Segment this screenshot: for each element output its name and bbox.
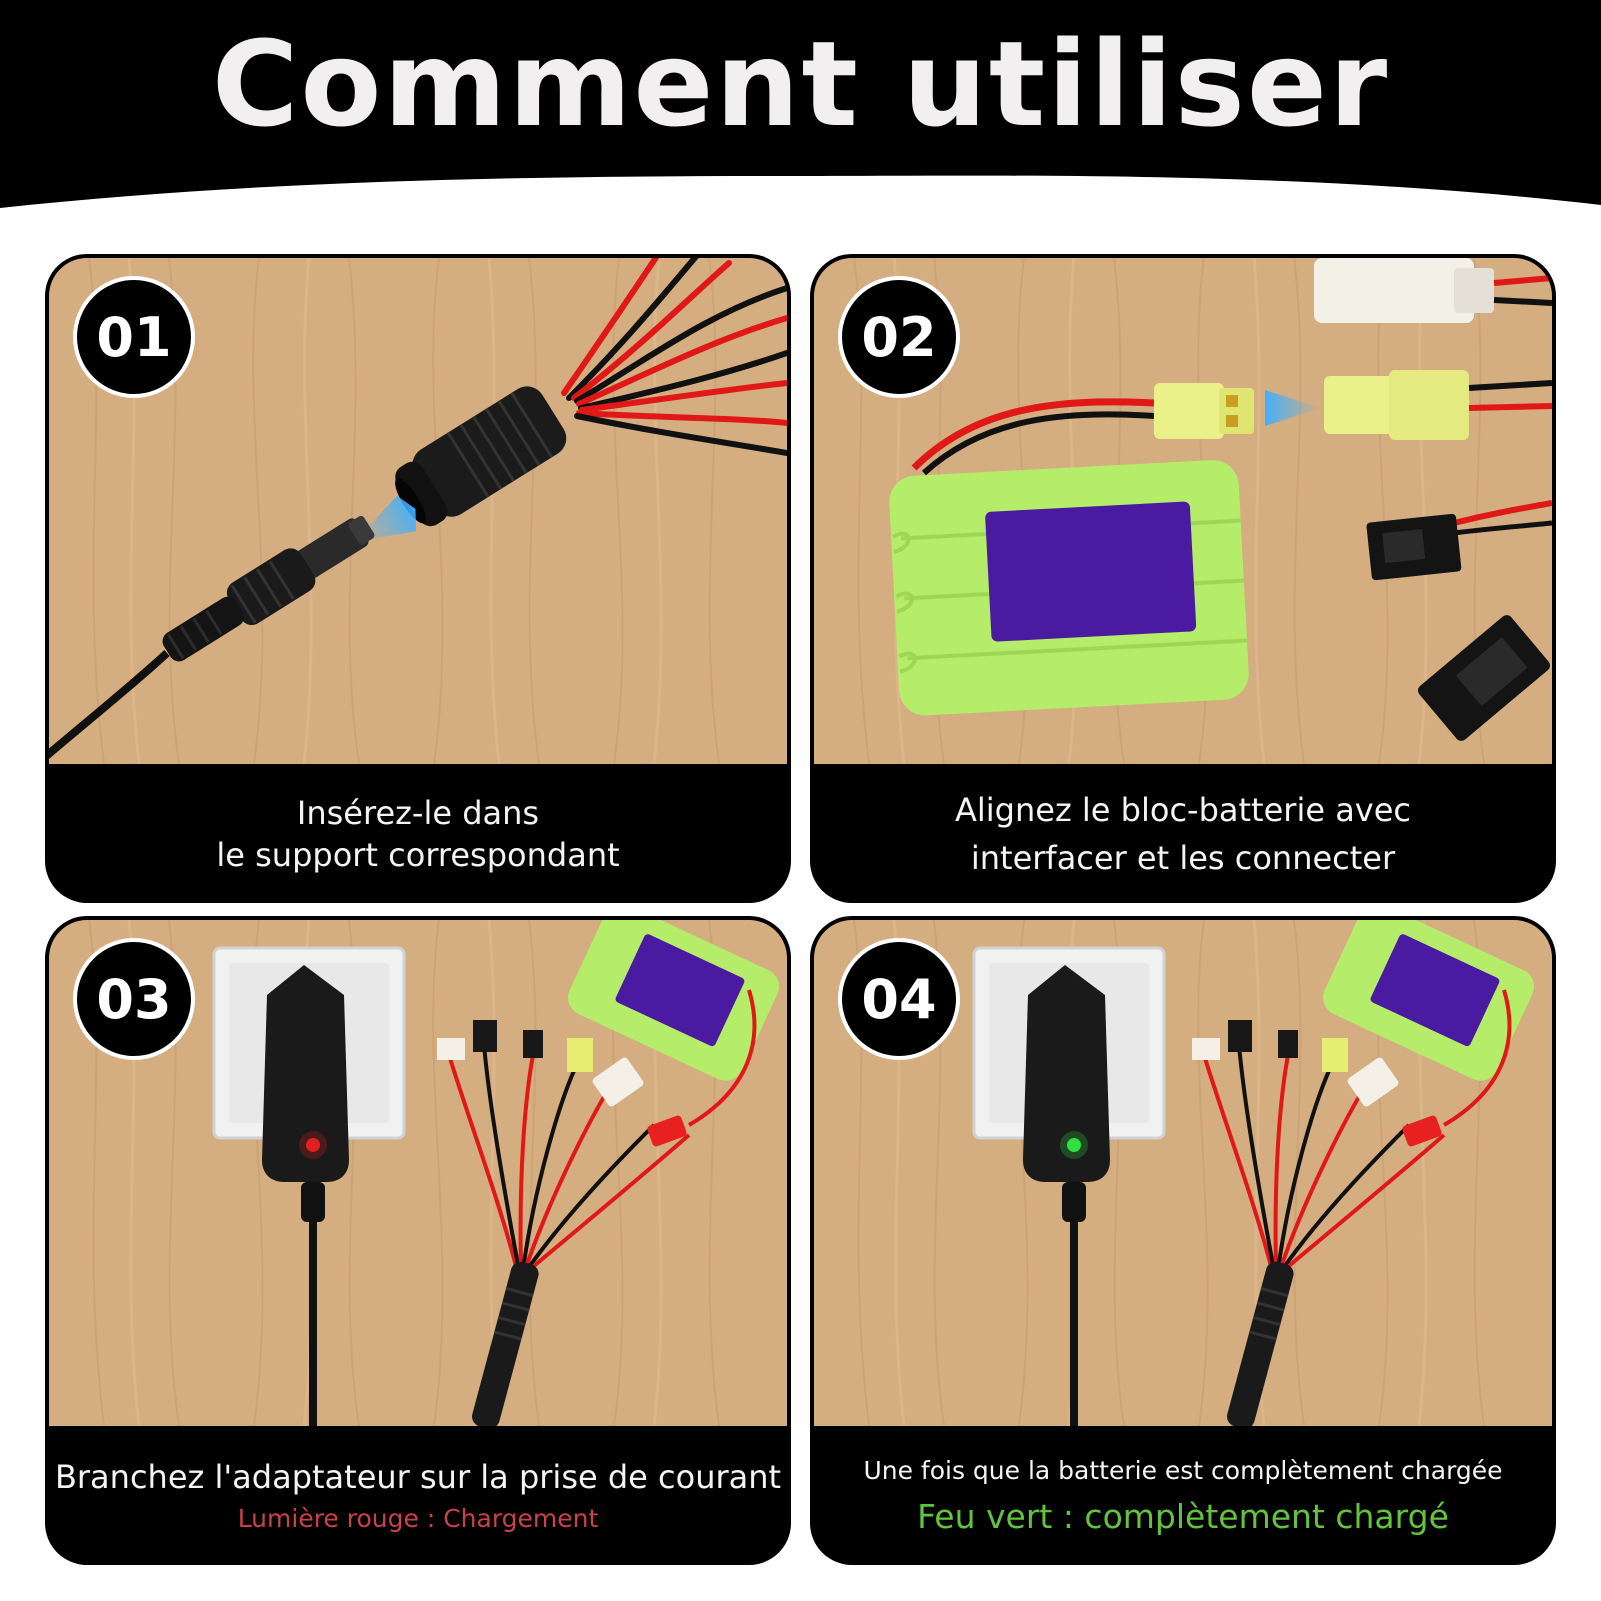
page-title: Comment utiliser: [211, 15, 1390, 153]
status-text-charged: Feu vert : complètement chargé: [917, 1496, 1449, 1536]
step-number-badge: 01: [73, 276, 195, 398]
caption-line: le support correspondant: [216, 835, 620, 874]
step-4-photo: 04: [814, 920, 1552, 1426]
caption-line: interfacer et les connecter: [970, 838, 1396, 877]
caption-line: Insérez-le dans: [296, 793, 540, 832]
caption-line: Alignez le bloc-batterie avec: [954, 790, 1412, 829]
step-number-badge: 03: [73, 938, 195, 1060]
step-3-caption: Branchez l'adaptateur sur la prise de co…: [45, 1426, 791, 1565]
step-2-photo: 02: [814, 258, 1552, 764]
step-2-caption: Alignez le bloc-batterie avec interfacer…: [810, 764, 1556, 903]
caption-line: Une fois que la batterie est complètemen…: [863, 1455, 1503, 1485]
step-card-1: 01 Insérez-le dans le support correspond…: [45, 254, 791, 903]
header-banner: Comment utiliser: [0, 0, 1601, 215]
step-number-badge: 04: [838, 938, 960, 1060]
step-card-4: 04 Une fois que la batterie est complète…: [810, 916, 1556, 1565]
banner-background: [0, 0, 1601, 208]
step-4-caption: Une fois que la batterie est complètemen…: [810, 1426, 1556, 1565]
step-card-2: 02 Alignez le bloc-batterie avec interfa…: [810, 254, 1556, 903]
status-text-charging: Lumière rouge : Chargement: [237, 1503, 599, 1533]
step-card-3: 03 Branchez l'adaptateur sur la prise de…: [45, 916, 791, 1565]
step-1-photo: 01: [49, 258, 787, 764]
step-number-badge: 02: [838, 276, 960, 398]
step-1-caption: Insérez-le dans le support correspondant: [45, 764, 791, 903]
step-3-photo: 03: [49, 920, 787, 1426]
caption-line: Branchez l'adaptateur sur la prise de co…: [54, 1457, 782, 1496]
